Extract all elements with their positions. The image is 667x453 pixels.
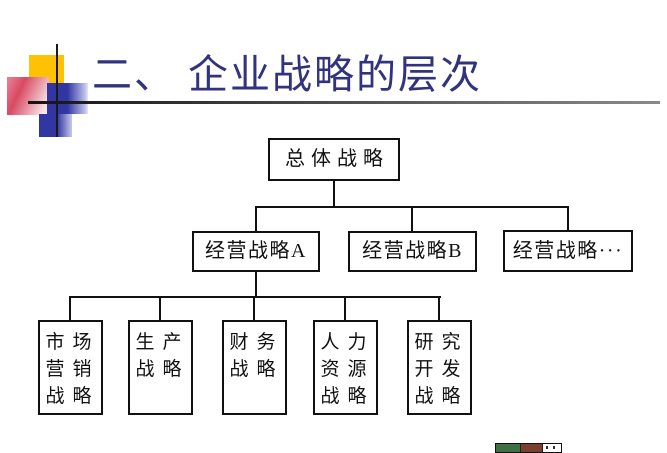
node-line: 战略 [135, 359, 190, 380]
connector-drop-l3-1 [69, 296, 71, 320]
connector-drop-l3-5 [438, 296, 440, 320]
org-node-marketing-strategy: 市场 营销 战略 [38, 320, 103, 415]
node-line: 营销 [45, 359, 100, 380]
connector-drop-l2a [255, 206, 257, 232]
node-line: 战略 [45, 386, 100, 407]
slide-title: 二、 企业战略的层次 [92, 52, 482, 97]
node-line: 研究 [414, 332, 469, 353]
node-line: 战略 [320, 386, 375, 407]
org-node-business-strategy-a: 经营战略A [192, 231, 320, 272]
decor-vertical-line [56, 44, 58, 137]
org-node-overall-strategy: 总体战略 [268, 138, 400, 181]
connector-root-stem [333, 181, 335, 208]
watermark-brown-segment [520, 444, 543, 452]
node-line: 资源 [320, 359, 375, 380]
decor-red-square [7, 77, 49, 115]
connector-level3-bus [69, 296, 441, 298]
connector-drop-l2c [567, 206, 569, 231]
node-line: 人力 [320, 332, 375, 353]
node-line: 市场 [45, 332, 100, 353]
node-line: 财务 [229, 332, 284, 353]
watermark-white-segment [542, 444, 561, 452]
watermark-glyph [552, 446, 555, 449]
connector-drop-l3-2 [159, 296, 161, 320]
node-line: 开发 [414, 359, 469, 380]
connector-drop-l3-4 [344, 296, 346, 320]
org-node-hr-strategy: 人力 资源 战略 [313, 320, 378, 415]
org-node-rnd-strategy: 研究 开发 战略 [407, 320, 472, 415]
watermark-green-segment [496, 444, 521, 452]
connector-drop-l3-3 [253, 296, 255, 320]
org-node-production-strategy: 生产 战略 [128, 320, 193, 415]
connector-drop-l2b [411, 206, 413, 232]
corner-watermark-logo [495, 443, 562, 453]
decor-blue-square [47, 83, 88, 114]
node-line: 生产 [135, 332, 190, 353]
org-node-finance-strategy: 财务 战略 [222, 320, 287, 415]
org-node-business-strategy-b: 经营战略B [348, 231, 477, 272]
node-line: 战略 [414, 386, 469, 407]
title-underline [28, 101, 660, 104]
decor-blue-square-small [39, 114, 72, 137]
org-node-business-strategy-etc: 经营战略··· [503, 230, 633, 272]
connector-l2a-stem [255, 272, 257, 298]
watermark-glyph [545, 446, 548, 449]
node-line: 战略 [229, 359, 284, 380]
